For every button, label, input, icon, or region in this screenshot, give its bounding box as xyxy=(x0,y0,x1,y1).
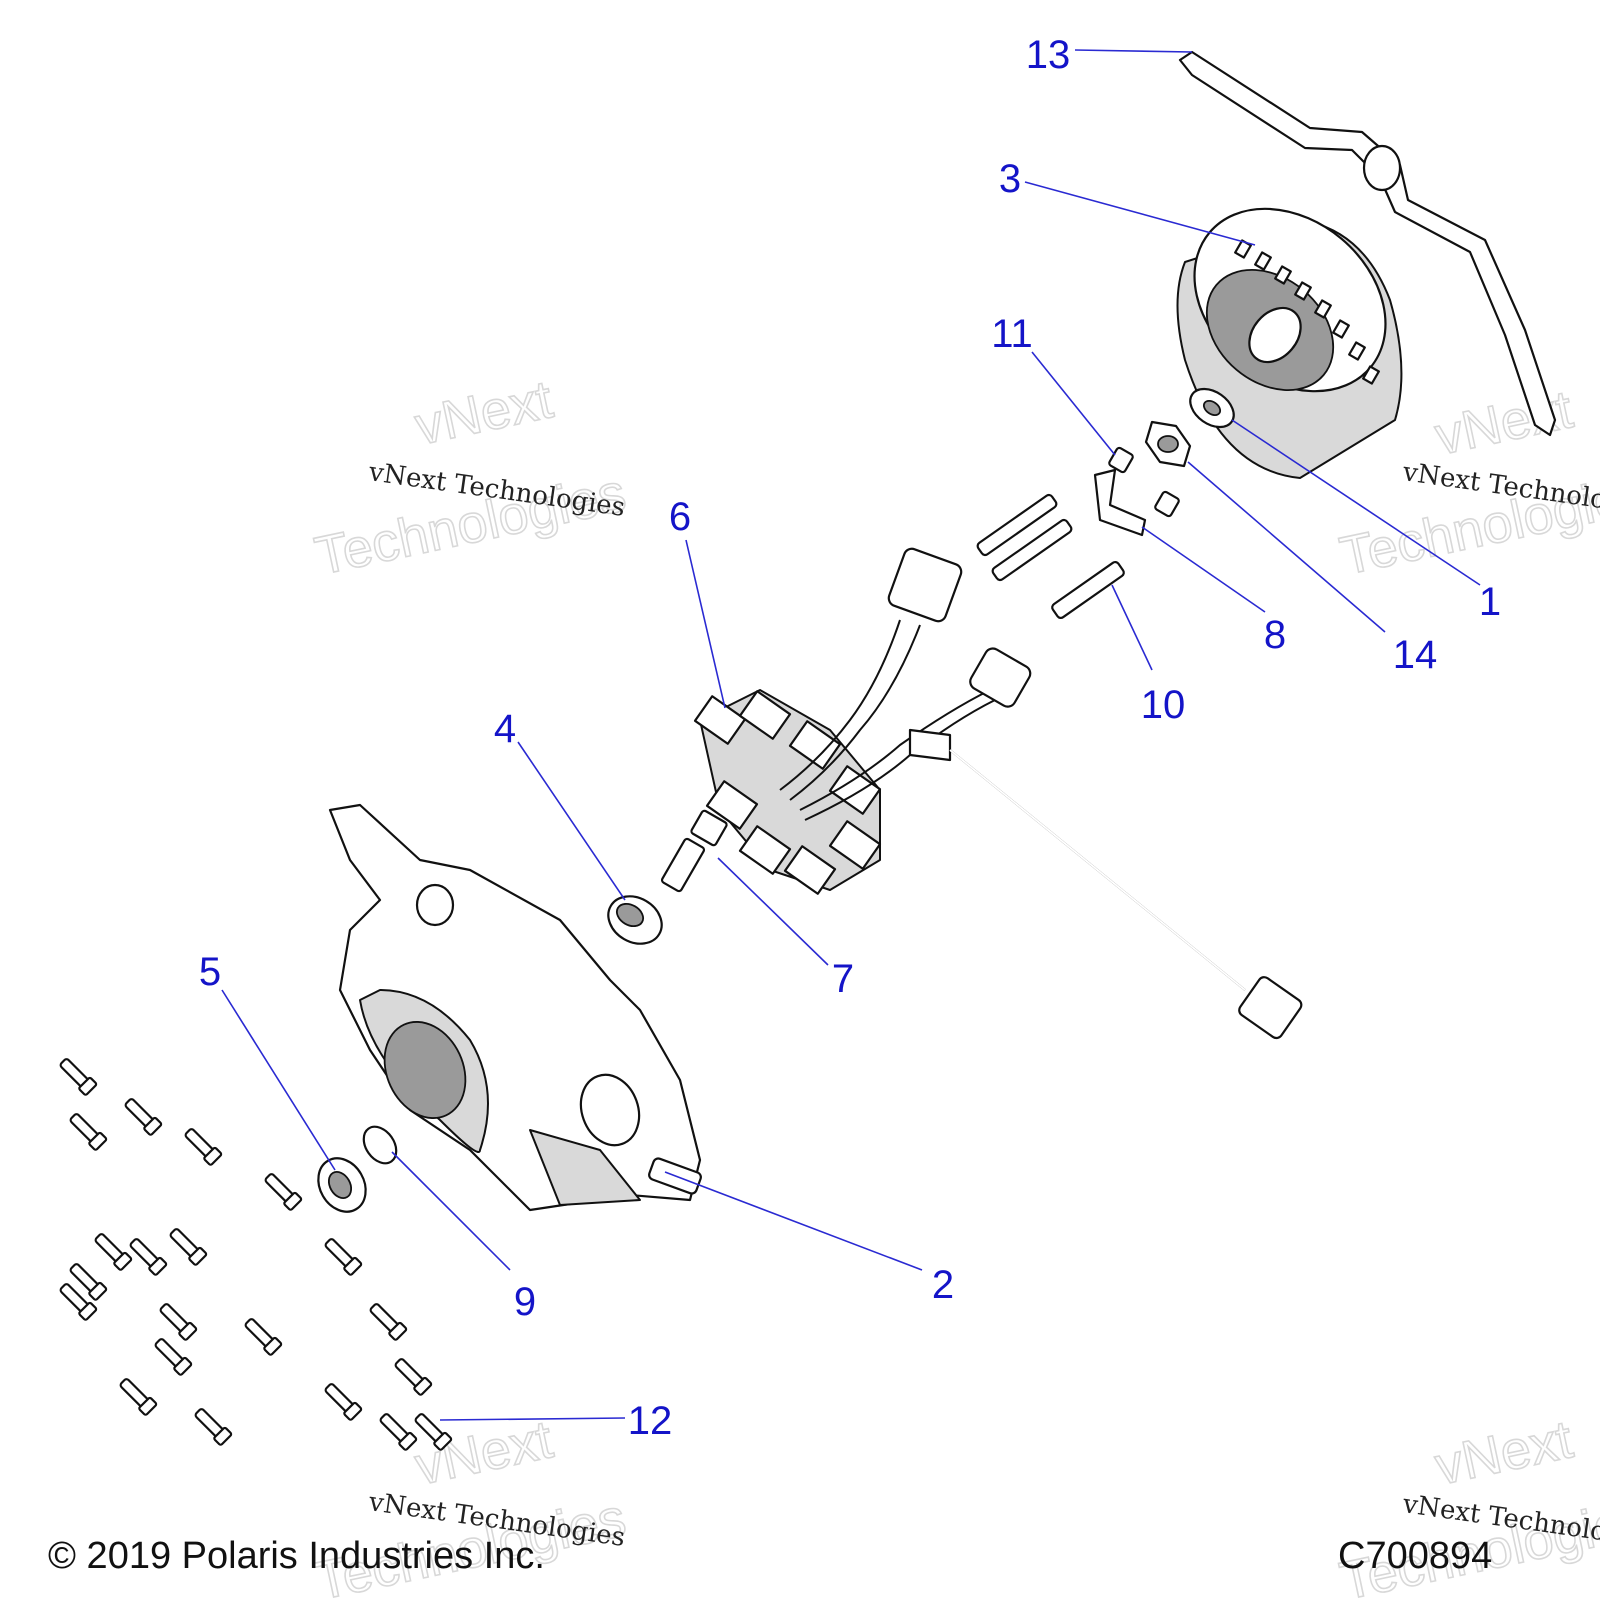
grommet-part xyxy=(317,1157,367,1213)
leader-lines xyxy=(221,49,1481,1421)
stator-part xyxy=(693,547,1303,1040)
leader-7 xyxy=(717,857,829,966)
gasket-part xyxy=(1178,50,1557,437)
leader-6 xyxy=(685,539,726,709)
nut-part xyxy=(1144,420,1192,468)
callout-3: 3 xyxy=(999,157,1021,201)
flywheel-teeth xyxy=(1234,239,1380,385)
callout-5: 5 xyxy=(199,950,221,994)
watermark-big-line1: vNext xyxy=(410,369,558,456)
watermark-big-line1: vNext xyxy=(1430,379,1578,466)
seal-part xyxy=(607,895,663,945)
bracket-part xyxy=(1093,468,1147,537)
leader-1 xyxy=(1231,419,1481,586)
cover-bolts-part xyxy=(59,1058,453,1451)
figure-id: C700894 xyxy=(1338,1535,1492,1577)
leader-5 xyxy=(221,989,336,1171)
leader-2 xyxy=(664,1171,923,1271)
leader-14 xyxy=(1187,461,1386,633)
leader-8 xyxy=(1141,526,1266,613)
leader-10 xyxy=(1111,584,1153,671)
leader-9 xyxy=(391,1151,511,1271)
washer-part xyxy=(1189,387,1235,429)
callout-7: 7 xyxy=(832,957,854,1001)
cover-housing-part xyxy=(328,803,702,1212)
copyright-text: © 2019 Polaris Industries Inc. xyxy=(48,1535,545,1577)
callout-4: 4 xyxy=(494,707,516,751)
callout-10: 10 xyxy=(1141,683,1186,727)
callout-9: 9 xyxy=(514,1280,536,1324)
small-washer-part xyxy=(362,1125,398,1165)
leader-3 xyxy=(1024,181,1256,246)
callout-12: 12 xyxy=(628,1399,673,1443)
callout-2: 2 xyxy=(932,1263,954,1307)
pin-part xyxy=(660,809,728,893)
callout-13: 13 xyxy=(1026,33,1071,77)
callout-14: 14 xyxy=(1393,633,1438,677)
leader-12 xyxy=(439,1417,626,1421)
watermark-big-line1: vNext xyxy=(1430,1409,1578,1496)
flywheel-part xyxy=(1176,207,1403,479)
leader-13 xyxy=(1074,49,1193,53)
leader-4 xyxy=(517,741,626,901)
callout-numbers: 1 2 3 4 5 6 7 8 9 10 11 12 13 14 xyxy=(199,33,1501,1443)
callout-1: 1 xyxy=(1479,580,1501,624)
watermark-top-left: vNext Technologies vNext Technologies xyxy=(309,369,631,588)
callout-11: 11 xyxy=(991,312,1033,356)
long-bolt-part xyxy=(976,493,1125,620)
callout-8: 8 xyxy=(1264,613,1286,657)
leader-11 xyxy=(1031,351,1116,456)
stator-poles xyxy=(693,690,882,895)
callout-6: 6 xyxy=(669,495,691,539)
